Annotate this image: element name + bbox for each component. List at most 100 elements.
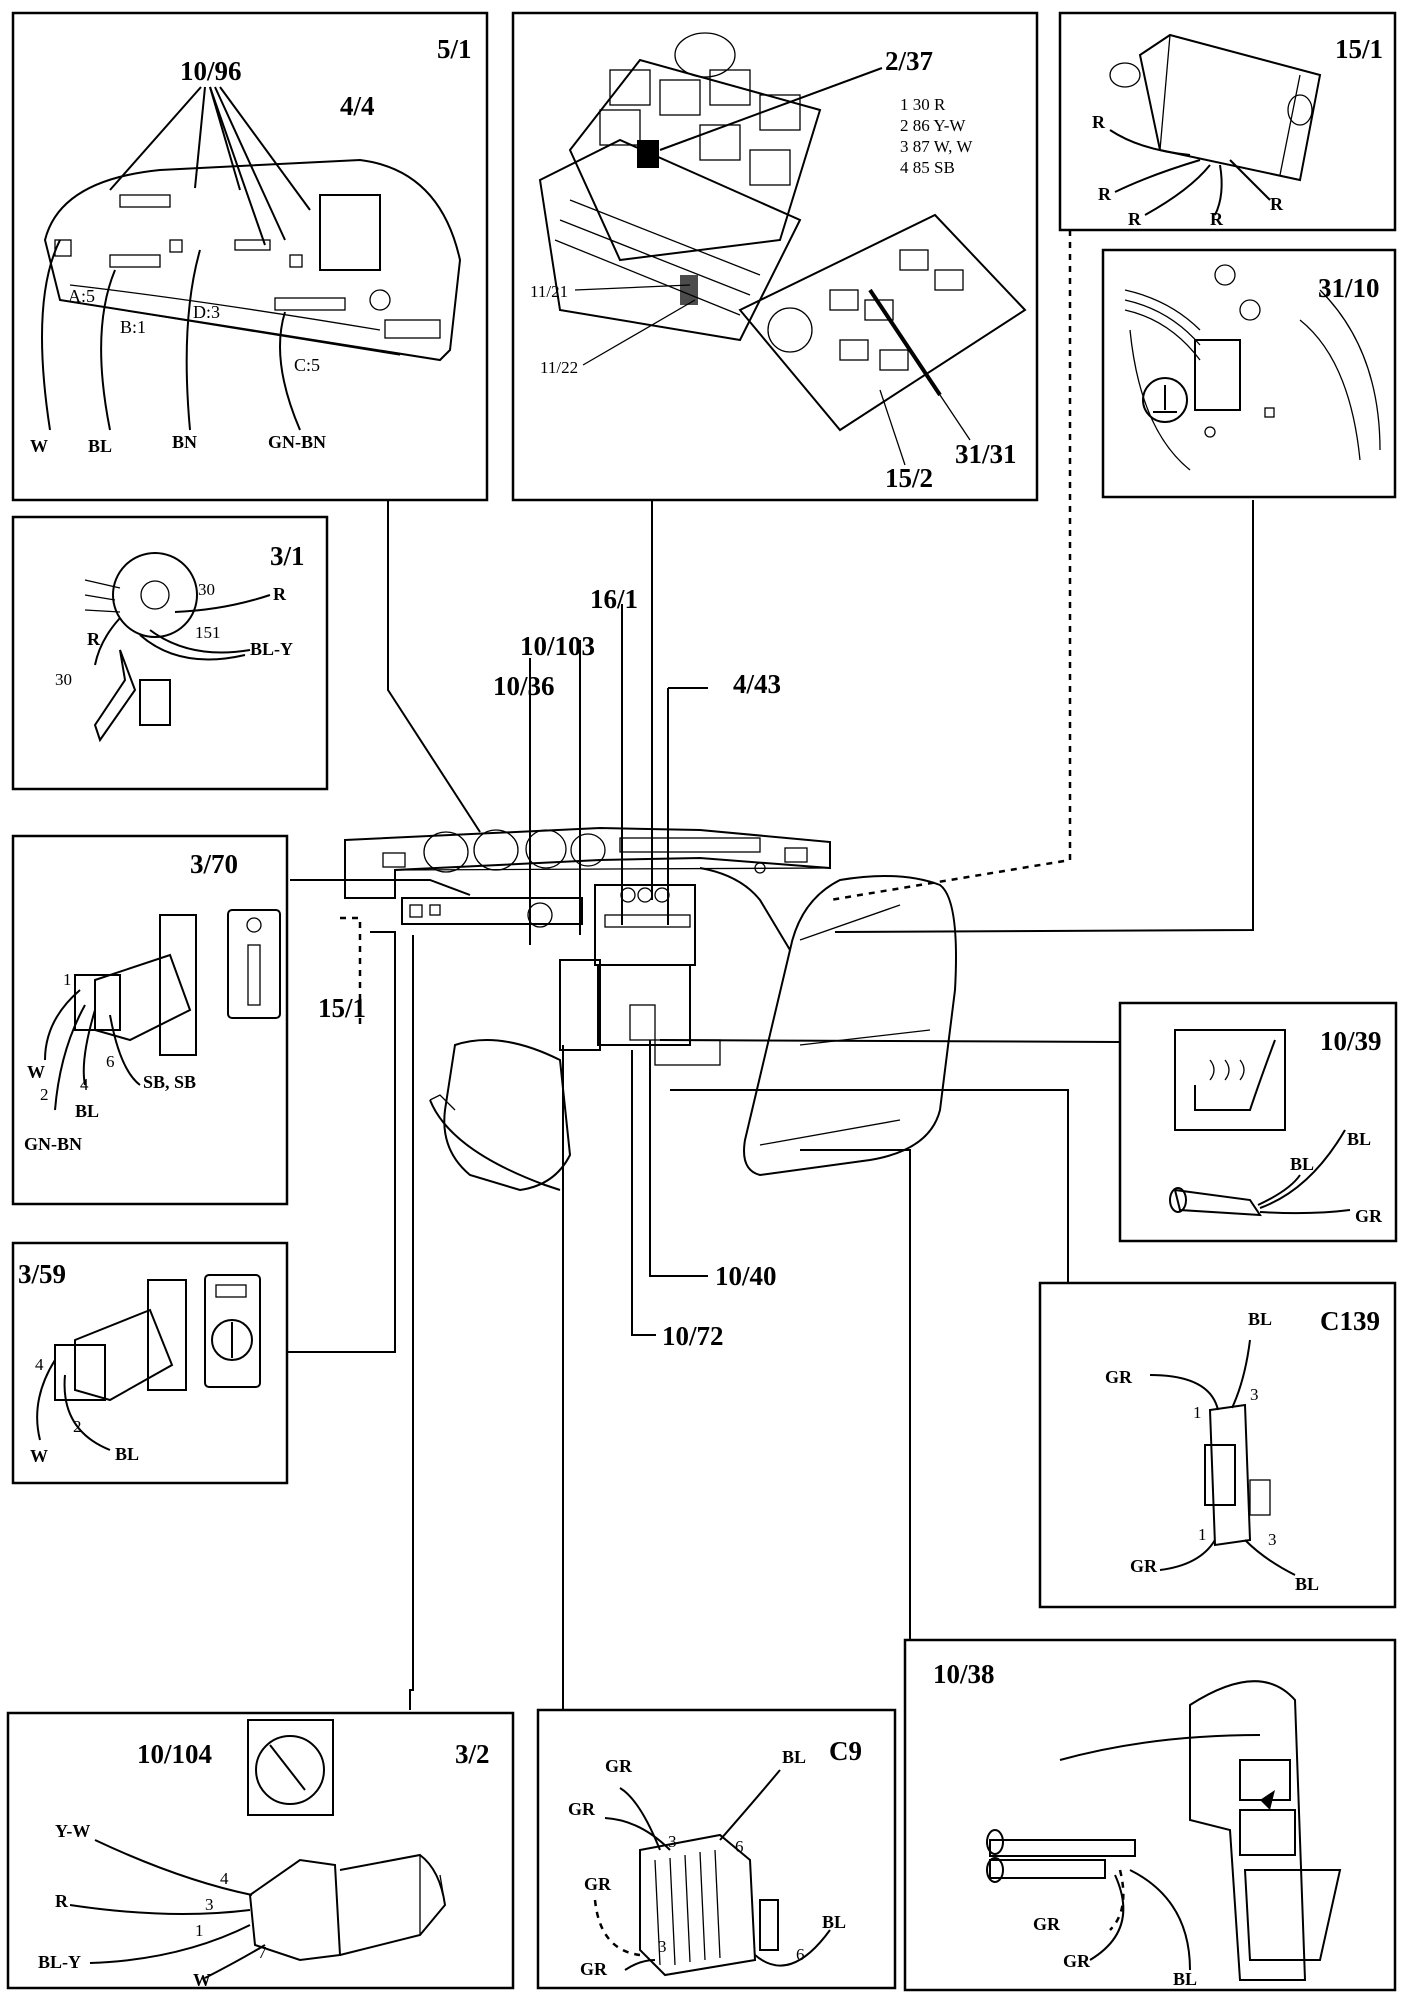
panel-15-1-top: 15/1 R R R R R xyxy=(1058,11,1397,232)
callout-label: 10/96 xyxy=(180,56,242,86)
wire-label: R xyxy=(55,1891,69,1911)
callout-label: 15/2 xyxy=(885,463,933,493)
wire-label: GR xyxy=(1063,1951,1091,1971)
wire-label: R xyxy=(1128,209,1142,229)
wire-label: R xyxy=(1092,112,1106,132)
wire-label: GN-BN xyxy=(268,432,326,452)
pin-row: 1 30 R xyxy=(900,95,946,114)
pin-label: 30 xyxy=(55,670,72,689)
wire-label: GN-BN xyxy=(24,1134,82,1154)
pin-label: 7 xyxy=(258,1943,267,1962)
callout-label: 11/22 xyxy=(540,358,578,377)
wire-label: GR xyxy=(1355,1206,1383,1226)
wire-label: W xyxy=(30,436,48,456)
wire-label: BL xyxy=(1248,1309,1272,1329)
pin-label: 4 xyxy=(35,1355,44,1374)
panel-id: 5/1 xyxy=(437,34,472,64)
wire-label: BL xyxy=(115,1444,139,1464)
wire-label: R xyxy=(273,584,287,604)
panel-id: 10/38 xyxy=(933,1659,995,1689)
pin-row: 4 85 SB xyxy=(900,158,955,177)
pin-label: 1 xyxy=(195,1921,204,1940)
wire-label: BL xyxy=(88,436,112,456)
callout-4-43: 4/43 xyxy=(733,669,781,699)
wire-label: BL xyxy=(75,1101,99,1121)
wire-label: GR xyxy=(605,1756,633,1776)
wire-label: BN xyxy=(172,432,197,452)
wire-label: GR xyxy=(1130,1556,1158,1576)
pin-label: 1 xyxy=(1193,1403,1202,1422)
wire-label: W xyxy=(30,1446,48,1466)
panel-id: 15/1 xyxy=(1335,34,1383,64)
connector-label: D:3 xyxy=(193,302,220,322)
wire-label: BL-Y xyxy=(38,1952,81,1972)
wire-label: BL xyxy=(822,1912,846,1932)
pin-label: 6 xyxy=(106,1052,115,1071)
wire-label: W xyxy=(193,1970,211,1990)
callout-label: 10/104 xyxy=(137,1739,212,1769)
wire-label: R xyxy=(1270,194,1284,214)
pin-label: 3 xyxy=(1268,1530,1277,1549)
panel-31-10: 31/10 xyxy=(1101,248,1397,499)
pin-label: 4 xyxy=(220,1869,229,1888)
callout-10-36: 10/36 xyxy=(493,671,555,701)
central-callouts: 16/1 10/103 10/36 4/43 15/1 10/40 10/72 xyxy=(318,584,781,1351)
wire-label: SB, SB xyxy=(143,1072,196,1092)
panel-c139: C139 1 3 1 3 GR BL GR BL xyxy=(1038,1281,1397,1609)
panel-id: 3/59 xyxy=(18,1259,66,1289)
wire-label: BL-Y xyxy=(250,639,293,659)
dashboard-illustration xyxy=(344,826,957,1192)
wire-label: BL xyxy=(1290,1154,1314,1174)
wire-label: BL xyxy=(1347,1129,1371,1149)
callout-16-1: 16/1 xyxy=(590,584,638,614)
wire-label: R xyxy=(1210,209,1224,229)
wire-label: BL xyxy=(1295,1574,1319,1594)
pin-label: 3 xyxy=(658,1937,667,1956)
panel-10-104: 10/104 3/2 4 3 1 7 Y-W R BL-Y W xyxy=(6,1711,515,1990)
pin-label: 2 xyxy=(40,1085,49,1104)
callout-10-103: 10/103 xyxy=(520,631,595,661)
panel-id: 10/39 xyxy=(1320,1026,1382,1056)
wire-label: BL xyxy=(1173,1969,1197,1989)
callout-label: 31/31 xyxy=(955,439,1017,469)
callout-10-40: 10/40 xyxy=(715,1261,777,1291)
wire-label: GR xyxy=(1033,1914,1061,1934)
panel-id: C9 xyxy=(829,1736,862,1766)
pin-label: 3 xyxy=(1250,1385,1259,1404)
wire-label: BL xyxy=(782,1747,806,1767)
wire-label: Y-W xyxy=(55,1821,90,1841)
pin-label: 6 xyxy=(735,1837,744,1856)
wire-label: R xyxy=(87,629,101,649)
pin-row: 3 87 W, W xyxy=(900,137,973,156)
callout-10-72: 10/72 xyxy=(662,1321,724,1351)
wire-label: R xyxy=(1098,184,1112,204)
pin-row: 2 86 Y-W xyxy=(900,116,966,135)
connector-label: A:5 xyxy=(68,286,95,306)
callout-15-1: 15/1 xyxy=(318,993,366,1023)
callout-label: 3/2 xyxy=(455,1739,490,1769)
panel-id: C139 xyxy=(1320,1306,1380,1336)
pin-label: 3 xyxy=(205,1895,214,1914)
panel-10-39: 10/39 BL BL GR xyxy=(1118,1001,1398,1243)
panel-5-1: 5/1 10/96 4/4 A:5 B:1 D:3 C:5 W BL BN GN… xyxy=(11,11,489,502)
panel-3-1: 3/1 30 30 151 R R BL-Y xyxy=(11,515,329,791)
connector-label: C:5 xyxy=(294,355,320,375)
wire-label: GR xyxy=(584,1874,612,1894)
pin-label: 6 xyxy=(796,1945,805,1964)
pin-label: 1 xyxy=(63,970,72,989)
pin-label: 1 xyxy=(1198,1525,1207,1544)
wire-label: GR xyxy=(568,1799,596,1819)
callout-label: 2/37 xyxy=(885,46,933,76)
pin-label: 3 xyxy=(668,1832,677,1851)
pin-label: 4 xyxy=(80,1075,89,1094)
callout-label: 4/4 xyxy=(340,91,375,121)
wire-label: GR xyxy=(1105,1367,1133,1387)
panel-id: 3/1 xyxy=(270,541,305,571)
panel-id: 3/70 xyxy=(190,849,238,879)
panel-c9: C9 3 6 3 6 GR GR BL GR GR BL xyxy=(536,1708,897,1990)
wire-label: GR xyxy=(580,1959,608,1979)
panel-3-59: 3/59 4 2 W BL xyxy=(11,1241,289,1485)
pin-label: 151 xyxy=(195,623,221,642)
